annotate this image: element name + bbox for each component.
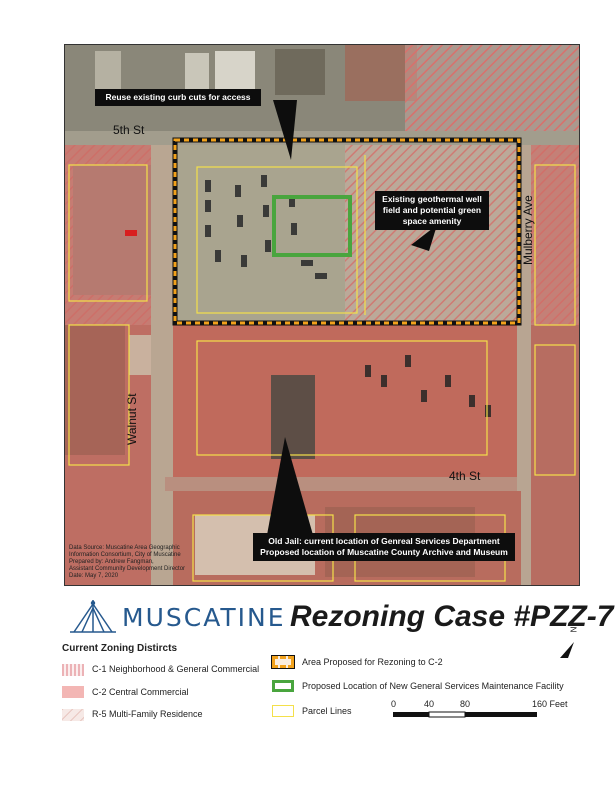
data-source-line: Assistant Community Development Director bbox=[69, 566, 186, 572]
legend-label-parcel: Parcel Lines bbox=[302, 706, 352, 716]
map-canvas bbox=[65, 45, 579, 585]
data-source-line: Data Source: Muscatine Area Geographic bbox=[69, 545, 180, 551]
legend-label-facility: Proposed Location of New General Service… bbox=[302, 681, 564, 691]
street-label-walnut: Walnut St bbox=[125, 393, 139, 445]
curb-cuts-text: Reuse existing curb cuts for access bbox=[105, 92, 251, 102]
fourth-street bbox=[165, 477, 579, 491]
muscatine-logo-icon bbox=[70, 600, 116, 633]
curb-cuts-pointer bbox=[273, 100, 297, 160]
geothermal-callout: Existing geothermal well field and poten… bbox=[375, 191, 489, 230]
old-jail-pointer bbox=[267, 437, 313, 535]
geothermal-pointer bbox=[411, 225, 437, 251]
north-arrow-icon bbox=[560, 642, 574, 658]
legend-swatch-c1 bbox=[62, 663, 84, 676]
legend-swatch-parcel bbox=[272, 705, 294, 717]
parcel-lines bbox=[68, 155, 576, 582]
logo-wordmark: MUSCATINE bbox=[122, 603, 286, 632]
data-source-line: Date: May 7, 2020 bbox=[69, 573, 119, 579]
north-label: N bbox=[568, 626, 578, 633]
street-label-mulberry: Mulberry Ave bbox=[521, 195, 535, 265]
scale-bar bbox=[393, 711, 537, 718]
legend-swatch-r5 bbox=[62, 708, 84, 721]
old-jail-text-1: Old Jail: current location of Genreal Se… bbox=[268, 536, 500, 546]
legend-label-proposed-area: Area Proposed for Rezoning to C-2 bbox=[302, 657, 443, 667]
old-jail-building bbox=[271, 375, 315, 459]
legend-title: Current Zoning Distircts bbox=[62, 643, 178, 654]
c1-zone-north bbox=[405, 45, 579, 131]
scale-tick-160: 160 Feet bbox=[532, 699, 568, 709]
scale-tick-0: 0 bbox=[391, 699, 397, 709]
scale-tick-40: 40 bbox=[424, 699, 435, 709]
page-title: Rezoning Case #PZZ-7 bbox=[290, 600, 614, 633]
data-source-line: Information Consortium, City of Muscatin… bbox=[69, 552, 181, 558]
old-jail-text-2: Proposed location of Muscatine County Ar… bbox=[260, 547, 508, 557]
street-label-4th: 4th St bbox=[449, 469, 481, 483]
walnut-street bbox=[151, 145, 173, 585]
old-jail-callout: Old Jail: current location of Genreal Se… bbox=[253, 533, 515, 561]
aerial-zoning-map: Reuse existing curb cuts for access Exis… bbox=[64, 44, 580, 586]
c2-zone-south-block bbox=[173, 325, 521, 487]
data-source-note: Data Source: Muscatine Area Geographic I… bbox=[69, 545, 185, 580]
proposed-facility-location bbox=[272, 195, 352, 257]
legend-swatch-proposed-area bbox=[271, 655, 295, 669]
legend-swatch-c2 bbox=[62, 686, 84, 698]
scale-tick-80: 80 bbox=[460, 699, 471, 709]
data-source-line: Prepared by: Andrew Fangman, bbox=[69, 559, 154, 565]
legend-label-c1: C-1 Neighborhood & General Commercial bbox=[92, 664, 260, 674]
legend-label-r5: R-5 Multi-Family Residence bbox=[92, 709, 203, 719]
geothermal-text: Existing geothermal well field and poten… bbox=[382, 194, 482, 226]
street-label-5th: 5th St bbox=[113, 123, 145, 137]
curb-cuts-callout: Reuse existing curb cuts for access bbox=[95, 89, 261, 106]
legend-label-c2: C-2 Central Commercial bbox=[92, 687, 189, 697]
legend-swatch-facility bbox=[272, 680, 294, 692]
